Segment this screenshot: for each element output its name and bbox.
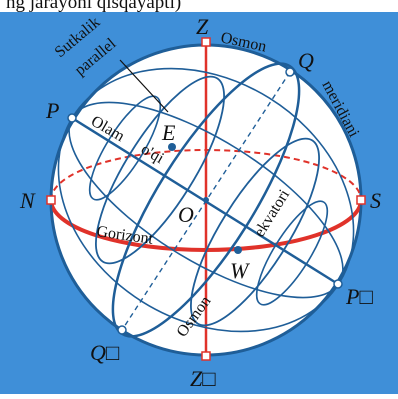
celestial-sphere-diagram: Z Z□ P P□ Q Q□ N S E W O Sutkalik parall… [0,12,398,394]
label-E: E [161,120,176,145]
diurnal-parallel-1 [95,75,225,265]
label-Q-bottom: Q□ [90,340,119,365]
label-O: O [178,202,194,227]
point-Q [285,67,295,77]
diurnal-parallel-4 [255,200,329,306]
label-W: W [230,258,250,283]
header-text: ng jarayóni qísqáyapti) [6,0,182,13]
label-S: S [370,188,381,213]
point-O [203,197,209,203]
label-P: P [45,98,59,123]
point-E [168,143,176,151]
point-W [234,246,242,254]
celestial-sphere-svg: Z Z□ P P□ Q Q□ N S E W O Sutkalik parall… [19,14,381,391]
header-text-fragment: ng jarayóni qísqáyapti) [0,0,398,14]
diurnal-parallel-2 [190,137,320,327]
point-Z-bottom [201,351,211,361]
label-Z-bottom: Z□ [190,366,216,391]
label-Q: Q [298,48,314,73]
label-N: N [19,188,36,213]
point-P-bottom [333,279,343,289]
point-Q-bottom [117,325,127,335]
point-Z [201,37,211,47]
point-N [46,195,56,205]
point-P [67,113,77,123]
sutkalik-pointer [119,59,169,113]
diurnal-parallel-3 [88,95,162,201]
label-Z: Z [196,14,209,39]
point-S [356,195,366,205]
label-P-bottom: P□ [345,284,373,309]
